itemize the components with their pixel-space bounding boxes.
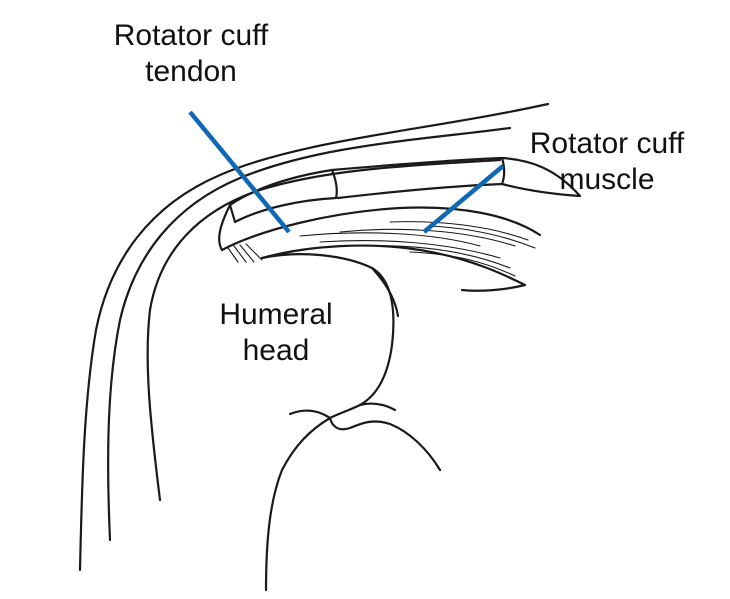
muscle-label-line2: muscle bbox=[559, 163, 655, 196]
tendon-pointer-line bbox=[188, 110, 291, 234]
tendon-label: Rotator cuff tendon bbox=[96, 18, 286, 90]
tendon-label-line1: Rotator cuff bbox=[113, 19, 269, 52]
tendon-label-line2: tendon bbox=[145, 55, 237, 88]
muscle-label-line1: Rotator cuff bbox=[529, 127, 685, 160]
muscle-label: Rotator cuff muscle bbox=[512, 126, 702, 198]
muscle-pointer-line bbox=[422, 164, 505, 234]
humeral-head-label: Humeral head bbox=[196, 297, 356, 369]
humeral-shaft bbox=[264, 402, 442, 592]
humeral-head-label-line2: head bbox=[242, 334, 310, 367]
humeral-head-label-line1: Humeral bbox=[219, 298, 333, 331]
deltoid-outline bbox=[78, 102, 550, 572]
rotator-cuff-band bbox=[220, 206, 542, 292]
